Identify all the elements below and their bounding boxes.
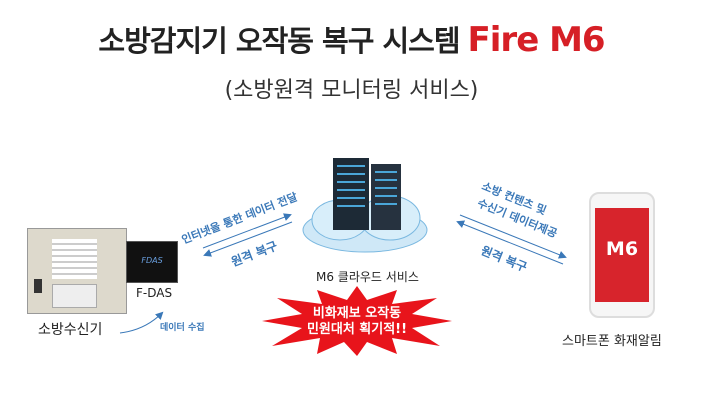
callout-line2: 민원대처 획기적!! [306, 322, 408, 337]
fdas-device-image: FDAS [126, 241, 178, 283]
cloud-label: M6 클라우드 서비스 [316, 270, 419, 284]
burst-callout-shape [262, 286, 452, 356]
arrow-to-cloud-2 [456, 220, 564, 265]
phone-screen: M6 [595, 208, 649, 302]
arrow-to-phone [459, 214, 567, 259]
m6-logo: M6 [605, 238, 639, 260]
subtitle: (소방원격 모니터링 서비스) [224, 78, 479, 103]
title-text: 소방감지기 오작동 복구 시스템 [98, 24, 460, 58]
arrow-to-cloud [202, 213, 292, 249]
brand-name: Fire M6 [467, 20, 606, 60]
arrow-collect [119, 311, 164, 334]
arrow-to-fdas [203, 221, 293, 257]
collect-label: 데이터 수집 [160, 323, 205, 333]
phone-label: 스마트폰 화재알림 [562, 334, 662, 349]
cloud-server-icon [302, 158, 428, 253]
smartphone-image: M6 [589, 192, 655, 318]
fdas-label: F-DAS [136, 286, 173, 300]
callout-line1: 비화재보 오작동 [312, 306, 402, 321]
fdas-logo: FDAS [141, 256, 163, 265]
receiver-label: 소방수신기 [38, 322, 103, 338]
burst-callout-text: 비화재보 오작동 민원대처 획기적!! [262, 306, 452, 338]
